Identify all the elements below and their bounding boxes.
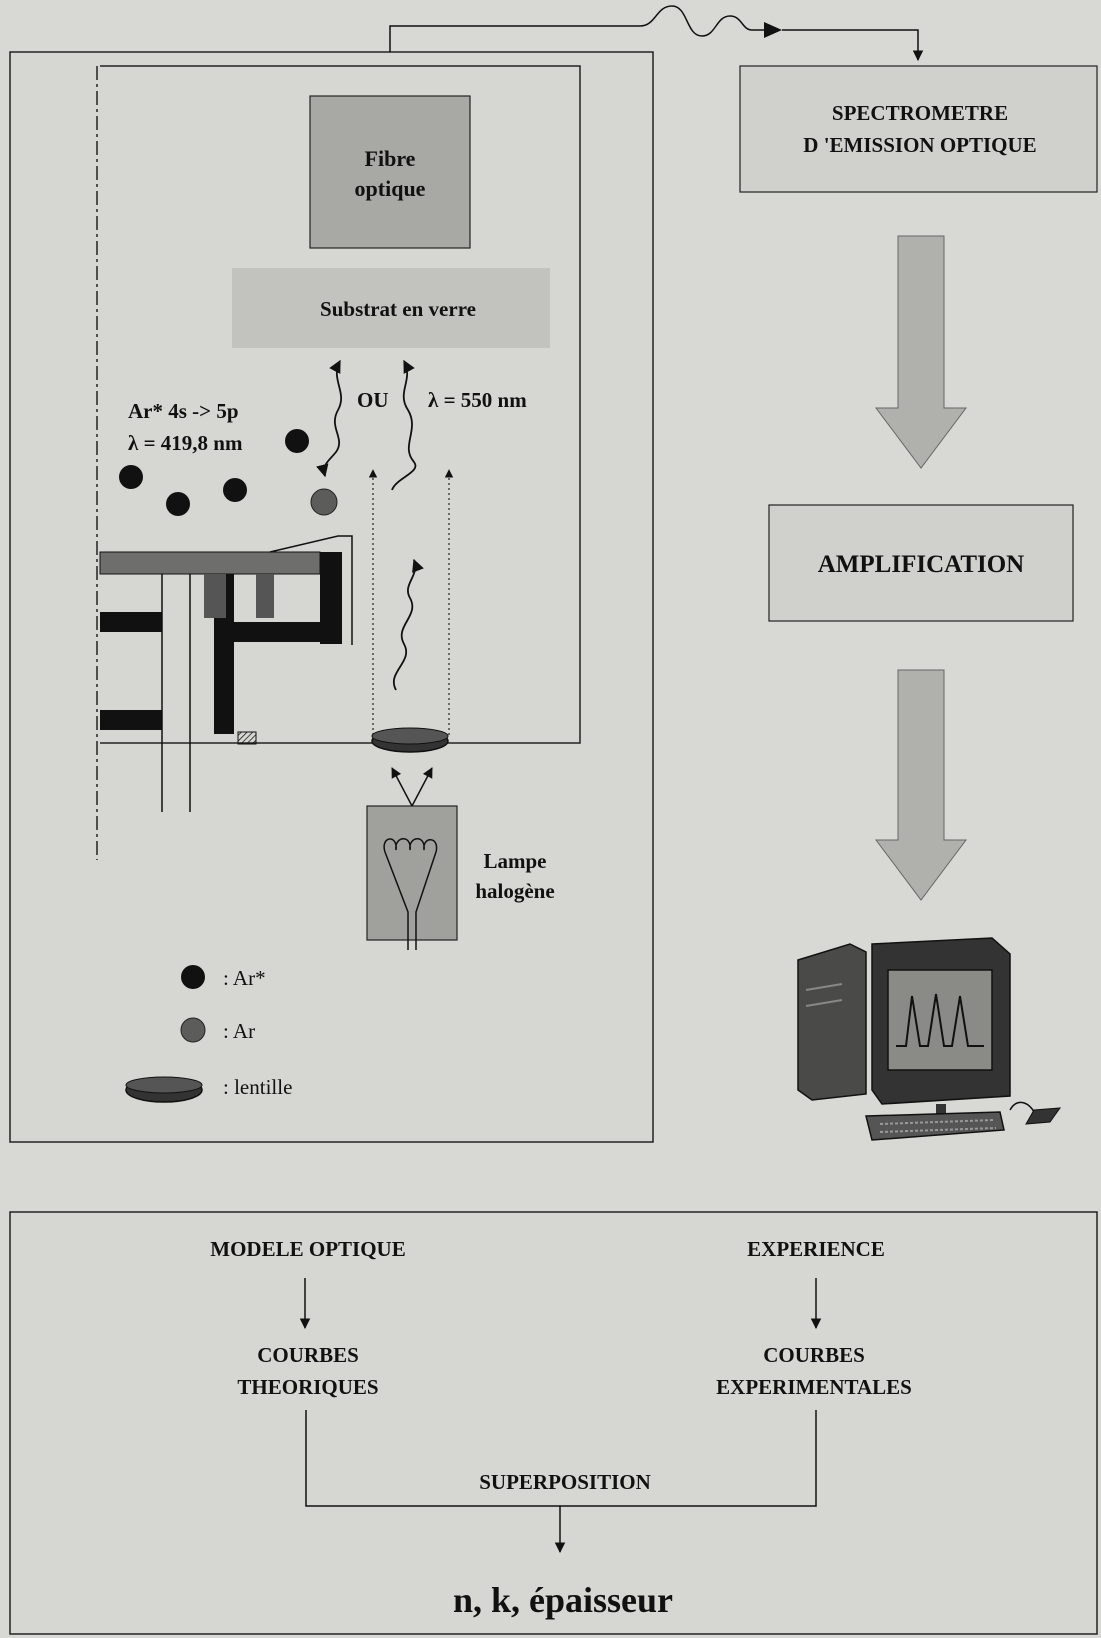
lamp-filament	[383, 838, 438, 853]
legend-excited-marker	[181, 965, 205, 989]
legend-lens-top	[125, 1076, 203, 1094]
computer-icon	[797, 937, 1062, 1141]
lamp-ray	[411, 767, 433, 807]
or-label: OU	[357, 388, 389, 412]
experience-label: EXPERIENCE	[747, 1237, 885, 1261]
amplification-box	[768, 504, 1074, 622]
optical-fibre	[309, 95, 471, 249]
result-label: n, k, épaisseur	[453, 1580, 673, 1620]
lamp-wave	[393, 558, 424, 691]
legend-lens-label: : lentille	[223, 1075, 292, 1099]
legend-ground-label: : Ar	[223, 1019, 255, 1043]
lamp-ray	[391, 767, 413, 807]
amplification-label: AMPLIFICATION	[818, 551, 1024, 578]
glass-substrate	[232, 268, 550, 348]
fibre-connector-wave	[639, 5, 764, 37]
flow-arrow	[875, 235, 967, 469]
emission-wave	[316, 359, 343, 478]
lamp-label-1: Lampe	[484, 849, 547, 873]
transition-label: Ar* 4s -> 5p	[128, 399, 239, 423]
connector-to-spectrometer	[782, 29, 924, 62]
legend-excited-label: : Ar*	[223, 966, 266, 990]
theoretical-curves-label-1: COURBES	[257, 1343, 359, 1367]
spectrometer-box	[739, 65, 1098, 193]
wavelength-1-label: λ = 419,8 nm	[128, 431, 243, 455]
substrate-label: Substrat en verre	[320, 297, 476, 321]
lens-top	[371, 727, 449, 745]
excited-argon-atom	[166, 492, 190, 516]
superposition-label: SUPERPOSITION	[479, 1470, 651, 1494]
halogen-lamp	[366, 805, 458, 941]
wavelength-2-label: λ = 550 nm	[428, 388, 527, 412]
optical-model-label: MODELE OPTIQUE	[210, 1237, 405, 1261]
spectrometer-label-1: SPECTROMETRE	[832, 101, 1008, 125]
analysis-panel	[9, 1211, 1098, 1635]
probe-wave	[391, 359, 417, 491]
chamber-outline	[100, 65, 581, 744]
lamp-label-2: halogène	[475, 879, 554, 903]
experimental-curves-label-1: COURBES	[763, 1343, 865, 1367]
connector-arrowhead	[764, 22, 782, 38]
experimental-curves-label-2: EXPERIMENTALES	[716, 1375, 912, 1399]
superposition-bracket	[305, 1410, 817, 1507]
ground-argon-atom	[310, 488, 338, 516]
fibre-connector	[389, 25, 640, 52]
theoretical-curves-label-2: THEORIQUES	[237, 1375, 378, 1399]
fibre-label-1: Fibre	[365, 146, 416, 171]
fibre-label-2: optique	[355, 176, 426, 201]
excited-argon-atom	[285, 429, 309, 453]
flow-arrow	[875, 669, 967, 901]
spectrometer-label-2: D 'EMISSION OPTIQUE	[803, 133, 1036, 157]
excited-argon-atom	[119, 465, 143, 489]
excited-argon-atom	[223, 478, 247, 502]
legend-ground-marker	[180, 1017, 206, 1043]
lamp-wire	[384, 851, 437, 950]
electrode-assembly	[99, 535, 353, 812]
